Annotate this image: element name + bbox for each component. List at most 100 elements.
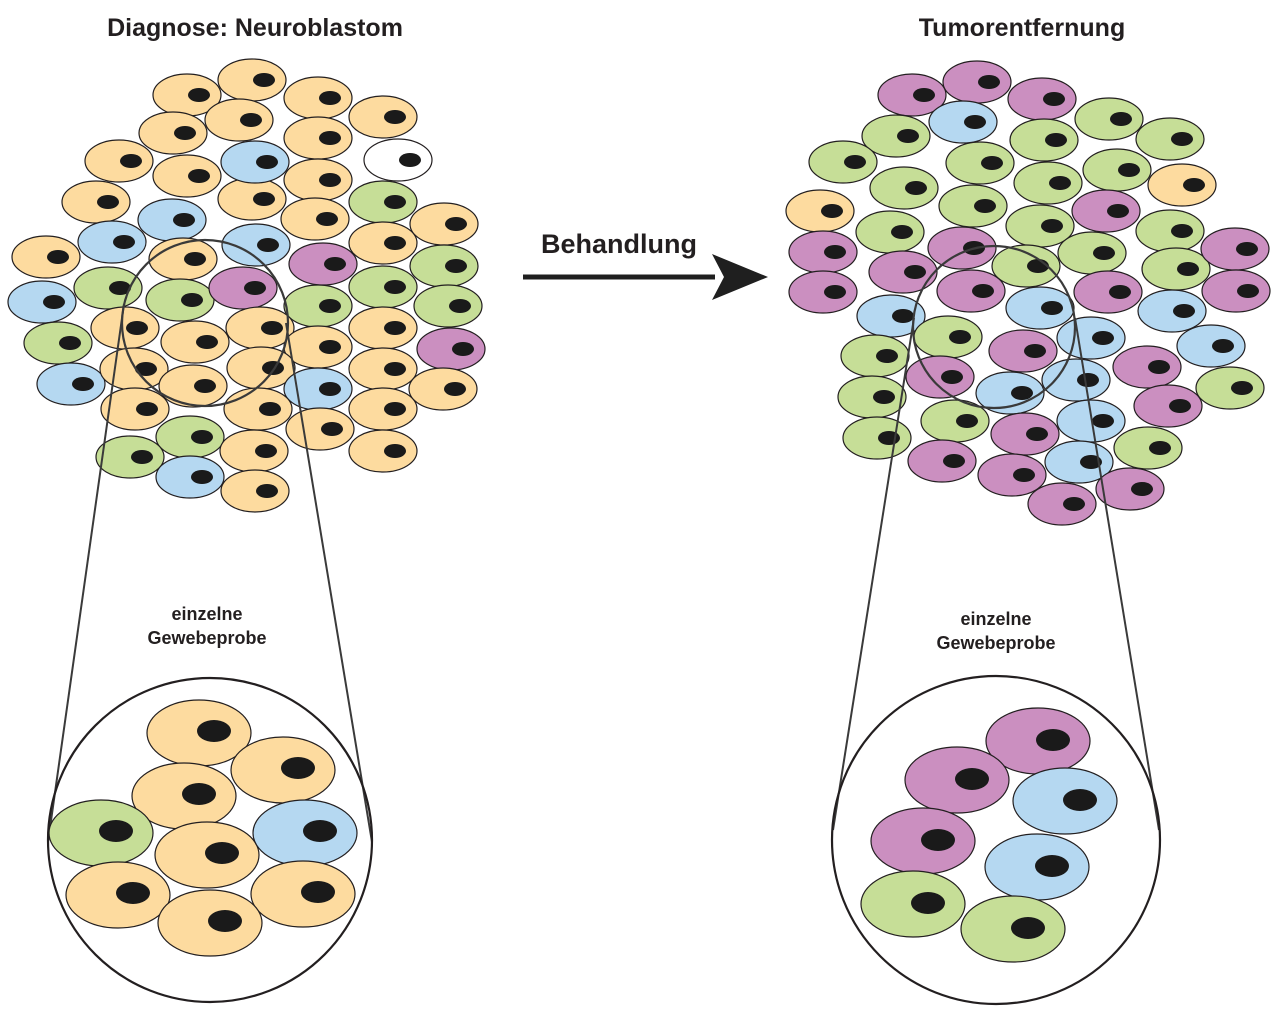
cell-nucleus [913, 88, 935, 102]
cell-membrane [348, 387, 418, 431]
cell-green [1013, 161, 1083, 205]
cell-orange [219, 429, 289, 473]
cell-membrane [942, 60, 1012, 104]
cell-nucleus [1107, 204, 1129, 218]
cell-membrane [1007, 77, 1077, 121]
cell-blue [1056, 316, 1126, 360]
cell-nucleus [904, 265, 926, 279]
cell-nucleus [399, 153, 421, 167]
cell-membrane [208, 266, 278, 310]
cell-nucleus [301, 881, 335, 903]
cell-nucleus [941, 370, 963, 384]
cell-purple [877, 73, 947, 117]
cell-nucleus [943, 454, 965, 468]
cell-membrane [1041, 358, 1111, 402]
cell-membrane [1133, 384, 1203, 428]
cell-nucleus [964, 115, 986, 129]
cell-membrane [348, 95, 418, 139]
cell-membrane [145, 278, 215, 322]
cell-green [413, 284, 483, 328]
cell-orange [225, 306, 295, 350]
cell-membrane [808, 140, 878, 184]
cell-nucleus [1011, 386, 1033, 400]
cell-nucleus [253, 192, 275, 206]
cell-nucleus [445, 259, 467, 273]
cell-green [145, 278, 215, 322]
cell-green [945, 141, 1015, 185]
cell-green [409, 244, 479, 288]
cell-membrane [927, 226, 997, 270]
cell-nucleus [72, 377, 94, 391]
cell-orange [84, 139, 154, 183]
cell-blue [155, 455, 225, 499]
cell-nucleus [253, 73, 275, 87]
cell-membrane [348, 306, 418, 350]
cell-membrane [219, 429, 289, 473]
cell-nucleus [324, 257, 346, 271]
cell-orange [280, 197, 350, 241]
cell-orange [138, 111, 208, 155]
cell-nucleus [261, 321, 283, 335]
left-connector-line [285, 322, 373, 843]
cell-nucleus [384, 444, 406, 458]
cell-orange [152, 154, 222, 198]
treatment-arrow [523, 254, 768, 300]
cell-membrane [785, 189, 855, 233]
cell-green [840, 334, 910, 378]
cell-membrane [1201, 269, 1271, 313]
cell-nucleus [449, 299, 471, 313]
cell-membrane [408, 367, 478, 411]
cell-orange [250, 860, 356, 928]
cell-purple [990, 412, 1060, 456]
cell-membrane [348, 429, 418, 473]
cell-membrane [1013, 161, 1083, 205]
cell-membrane [11, 235, 81, 279]
right-sample-circle [830, 674, 1162, 1006]
cell-membrane [936, 269, 1006, 313]
cell-nucleus [981, 156, 1003, 170]
cell-nucleus [1045, 133, 1067, 147]
cell-green [95, 435, 165, 479]
cell-membrane [868, 250, 938, 294]
cell-purple [1027, 482, 1097, 526]
cell-nucleus [1212, 339, 1234, 353]
cell-purple [907, 439, 977, 483]
cell-green [842, 416, 912, 460]
cell-green [1135, 209, 1205, 253]
cell-orange [152, 73, 222, 117]
cell-nucleus [113, 235, 135, 249]
cell-membrane [36, 362, 106, 406]
cell-nucleus [1011, 917, 1045, 939]
cell-purple [868, 250, 938, 294]
cell-nucleus [99, 820, 133, 842]
cell-orange [1147, 163, 1217, 207]
cell-green [283, 284, 353, 328]
cell-orange [348, 221, 418, 265]
cell-membrane [877, 73, 947, 117]
cell-nucleus [316, 212, 338, 226]
cell-orange [204, 98, 274, 142]
cell-membrane [288, 242, 358, 286]
cell-orange [223, 387, 293, 431]
cell-membrane [1074, 97, 1144, 141]
cell-membrane [1112, 345, 1182, 389]
cell-orange [65, 861, 171, 929]
cell-nucleus [905, 181, 927, 195]
cell-nucleus [1080, 455, 1102, 469]
cell-membrane [861, 114, 931, 158]
cell-orange [11, 235, 81, 279]
cell-membrane [138, 111, 208, 155]
cell-nucleus [972, 284, 994, 298]
left-title: Diagnose: Neuroblastom [107, 14, 403, 42]
cell-orange [148, 237, 218, 281]
cell-nucleus [1092, 414, 1114, 428]
cell-nucleus [897, 129, 919, 143]
cell-purple [870, 807, 976, 875]
cell-nucleus [844, 155, 866, 169]
cell-membrane [225, 306, 295, 350]
cell-nucleus [257, 238, 279, 252]
cell-nucleus [321, 422, 343, 436]
cell-nucleus [191, 430, 213, 444]
cell-green [48, 799, 154, 867]
cell-nucleus [319, 131, 341, 145]
